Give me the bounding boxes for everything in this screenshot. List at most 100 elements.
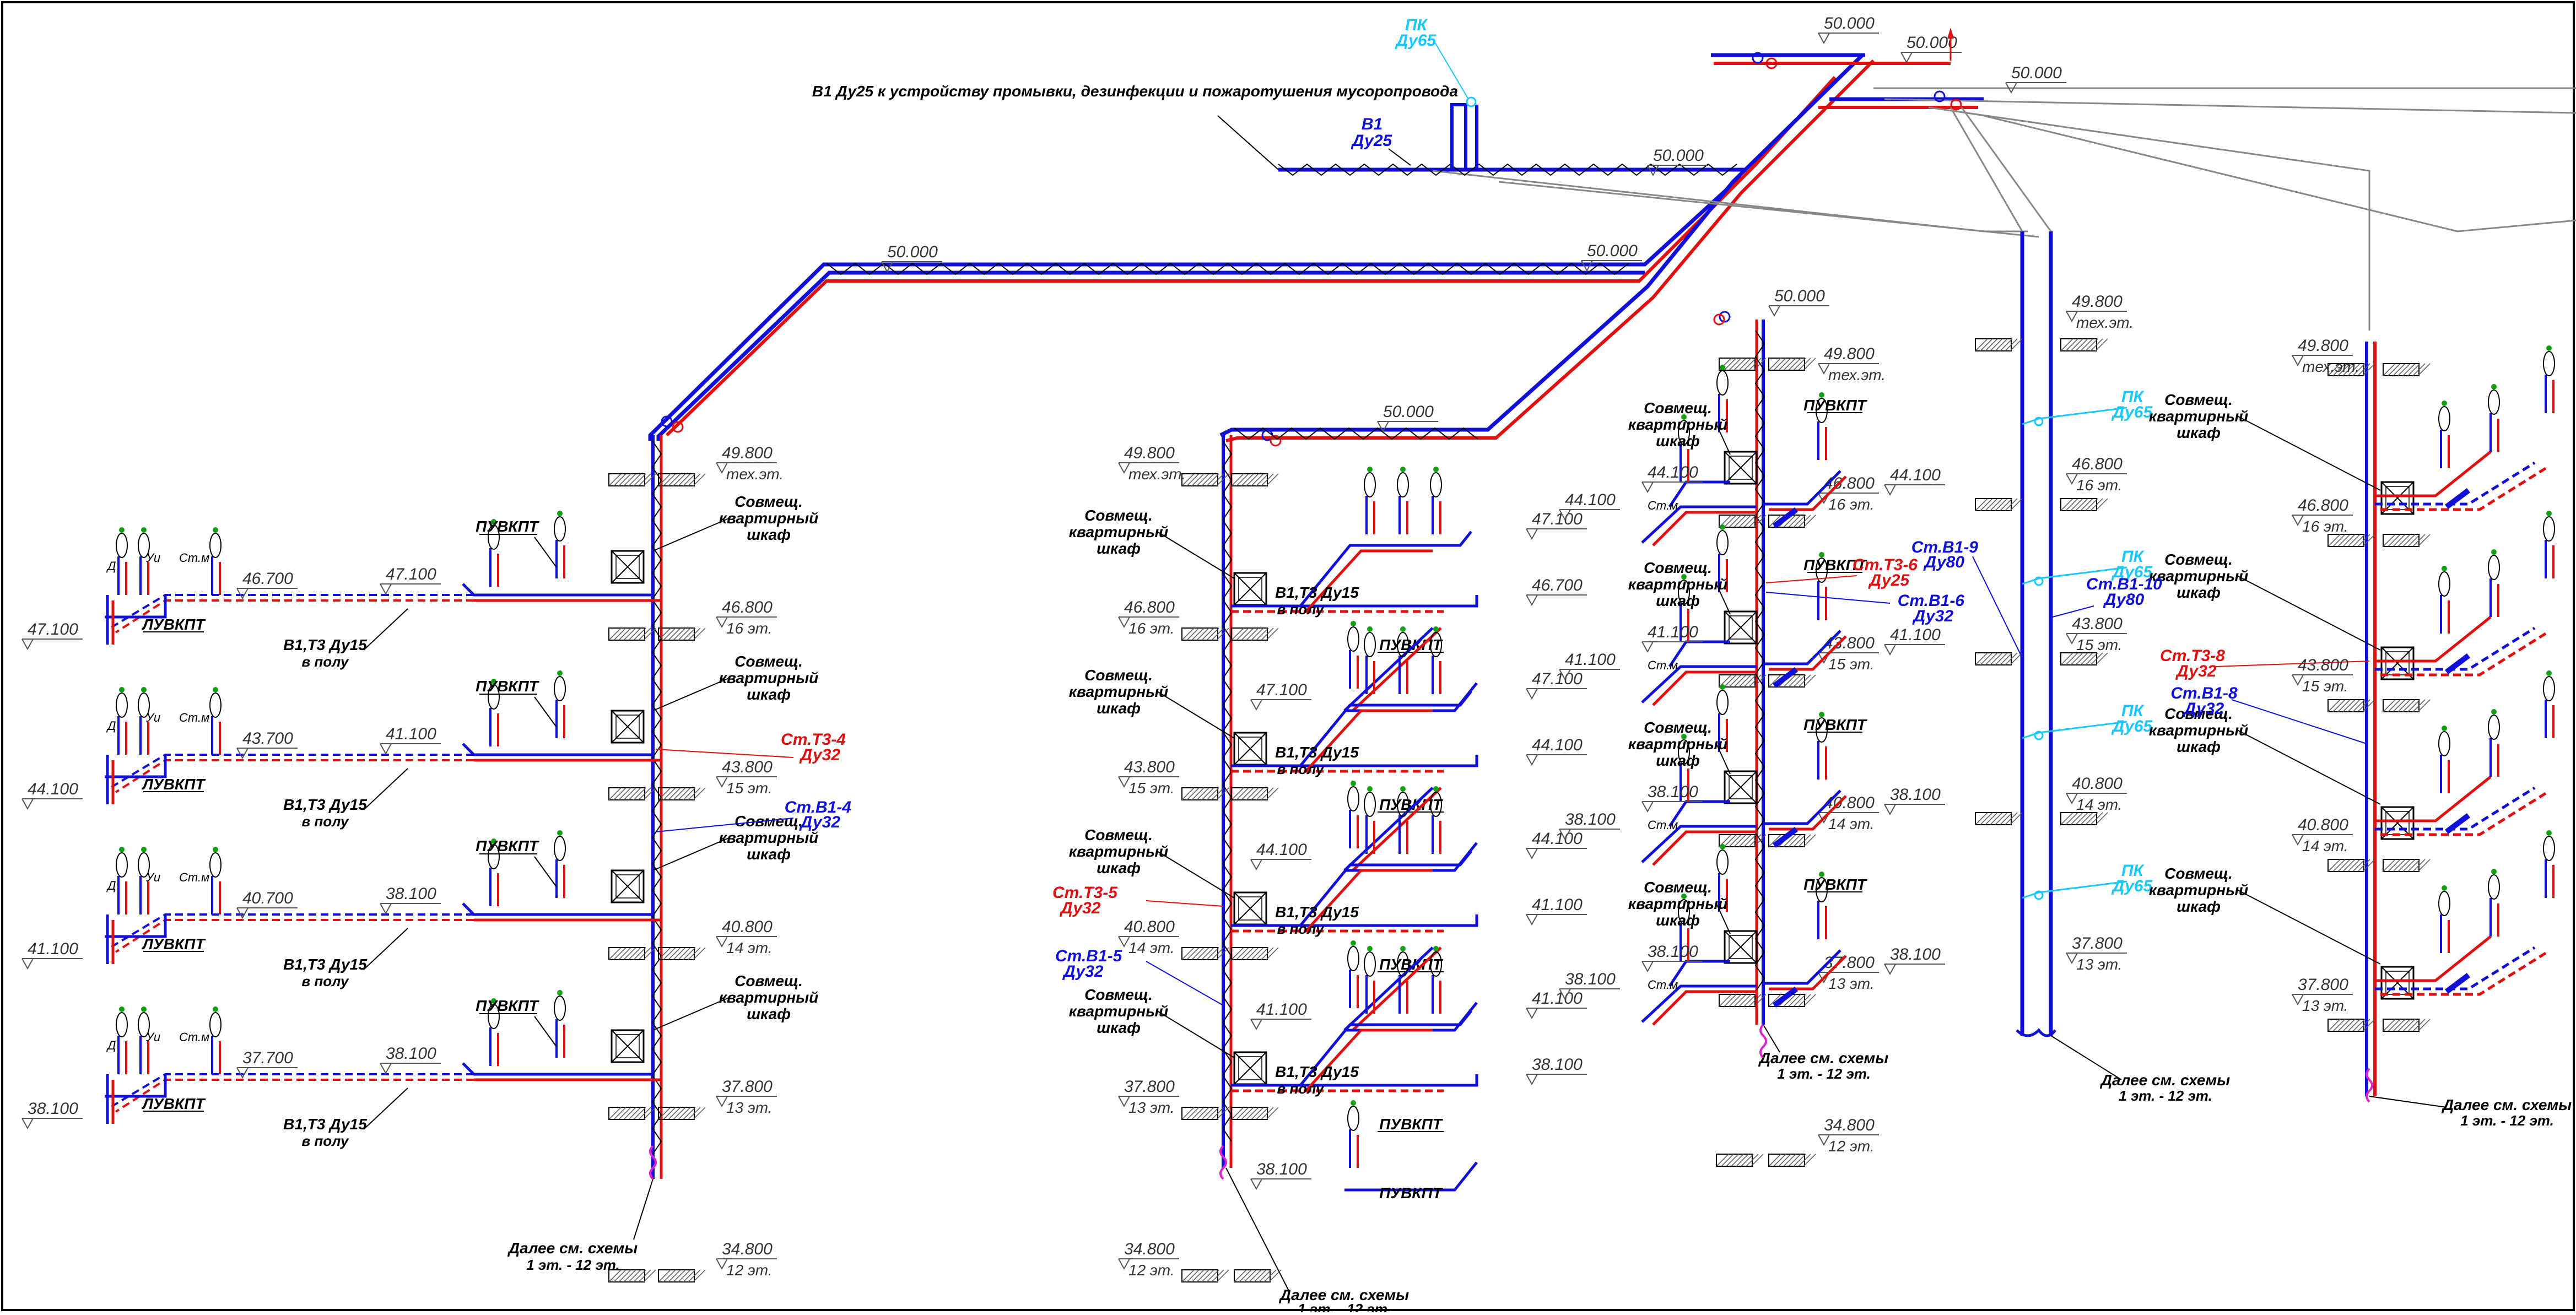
- hatch-line: [1743, 674, 1757, 688]
- elevation-triangle: [2292, 355, 2304, 367]
- pk-label: Ду65: [2111, 403, 2153, 421]
- elevation-value: 50.000: [887, 243, 938, 261]
- main-cold-pipe-left: [648, 175, 1743, 441]
- branch-cold: [1641, 665, 1757, 704]
- riser-label-st-t3-6: Ст.Т3-6: [1853, 556, 1918, 574]
- cabinet-diag: [1724, 451, 1757, 484]
- elevation-value: 44.100: [28, 780, 78, 798]
- hatch-line: [1783, 994, 1796, 1007]
- pipe-marker: [1773, 827, 1798, 848]
- branch-cold: [1641, 825, 1757, 863]
- hatch-line: [2352, 1019, 2366, 1032]
- valve-icon: [661, 415, 673, 427]
- hatch-line: [2393, 699, 2406, 712]
- hatch-line: [1733, 674, 1747, 688]
- hatch-line: [1244, 1269, 1257, 1282]
- hatch-line: [1256, 1107, 1269, 1120]
- fixture-icon: [1816, 877, 1828, 902]
- hatch-line: [613, 627, 627, 641]
- hatch-line: [1186, 1107, 1200, 1120]
- leader-st-t3-4: [655, 749, 794, 758]
- branch-hot: [2380, 792, 2547, 836]
- fixture-icon: [1397, 951, 1409, 977]
- leader-line: [1157, 691, 1235, 739]
- hatch-line: [1251, 473, 1264, 486]
- riser-label-st-b1-8: Ду32: [2183, 700, 2224, 718]
- tap-icon: [1819, 552, 1824, 558]
- hatch-line: [1729, 834, 1742, 847]
- elevation-value: 37.800: [1124, 1078, 1175, 1096]
- hatch-line: [1748, 994, 1762, 1007]
- cabinet-label: Совмещ.: [1644, 559, 1712, 576]
- fixture-icon: [488, 684, 500, 710]
- tap-icon: [1819, 392, 1824, 398]
- cabinet-label: шкаф: [747, 1005, 791, 1022]
- fixture-icon: [1678, 899, 1690, 924]
- pk-branch: [2022, 880, 2127, 899]
- hatch-line: [1731, 1154, 1744, 1167]
- cabinet-diag: [611, 1030, 644, 1063]
- elevation-floor: 12 эт.: [1828, 1138, 1874, 1155]
- hatch-line: [2407, 699, 2421, 712]
- hatch-line: [2327, 1019, 2341, 1032]
- hatch-line: [628, 947, 641, 960]
- fixture-icon: [2488, 555, 2500, 580]
- hatch-line: [2383, 1019, 2396, 1032]
- elevation-value: 41.100: [386, 725, 436, 743]
- leader-st-b1-9: [1972, 556, 2022, 656]
- elevation-value: 50.000: [1653, 147, 1704, 165]
- tap-icon: [491, 838, 496, 844]
- luvkpt-label: ЛУВКПТ: [142, 776, 207, 793]
- elevation-value: 38.100: [1890, 786, 1941, 804]
- fixture-icon: [2543, 836, 2555, 861]
- floor-pipe-label: В1,Т3 Ду15: [283, 956, 367, 973]
- cabinet-label: шкаф: [2177, 424, 2221, 441]
- hatch-line: [663, 627, 676, 641]
- hatch-line: [2397, 859, 2411, 872]
- fixture-icon: [138, 692, 150, 718]
- cabinet-inner: [1238, 577, 1262, 601]
- hatch-line: [1211, 473, 1224, 486]
- hatch-line: [693, 787, 706, 800]
- hatch-line: [1803, 358, 1816, 371]
- cabinet-inner: [615, 555, 640, 579]
- hatch-line: [1196, 1269, 1209, 1282]
- hatch-line: [1241, 627, 1254, 641]
- fixture-icon: [2488, 874, 2500, 900]
- riser-label-st-b1-4: Ст.В1-4: [785, 798, 852, 816]
- hatch-line: [1980, 812, 1993, 825]
- hatch-line: [2383, 534, 2396, 547]
- branch-cold: [1763, 630, 1841, 665]
- valve-icon: [1934, 90, 1946, 102]
- hatch-line: [1186, 1269, 1200, 1282]
- elevation-value: 47.100: [386, 565, 436, 583]
- hatch-line: [693, 627, 706, 641]
- valve-icon: [1765, 57, 1778, 69]
- hatch-line: [1768, 358, 1781, 371]
- pk-label: ПК: [2121, 548, 2145, 566]
- elevation-triangle: [1559, 829, 1571, 841]
- apartment-cabinet-icon: [611, 869, 645, 903]
- hatch-line: [658, 1269, 671, 1282]
- fixture-icon: [1364, 951, 1376, 977]
- leader-line: [1763, 1024, 1780, 1053]
- main-hot-pipe-left: [665, 75, 1837, 437]
- elevation-triangle: [236, 1067, 249, 1079]
- tap-icon: [2546, 345, 2552, 351]
- hatch-line: [678, 627, 691, 641]
- hatch-line: [688, 787, 701, 800]
- hatch-line: [663, 947, 676, 960]
- hatch-line: [1788, 674, 1801, 688]
- hatch-line: [2357, 534, 2370, 547]
- elevation-value: 40.800: [2072, 775, 2123, 793]
- elevation-value: 41.100: [1532, 896, 1583, 914]
- hatch-line: [1261, 787, 1274, 800]
- hatch-line: [2417, 1019, 2431, 1032]
- cabinet-label: шкаф: [1097, 700, 1141, 717]
- insulation-zigzag: [1278, 163, 1737, 176]
- hatch-line: [2342, 363, 2356, 376]
- hatch-line: [638, 473, 651, 486]
- elevation-value: 44.100: [1256, 841, 1307, 859]
- tap-icon: [1720, 365, 1725, 370]
